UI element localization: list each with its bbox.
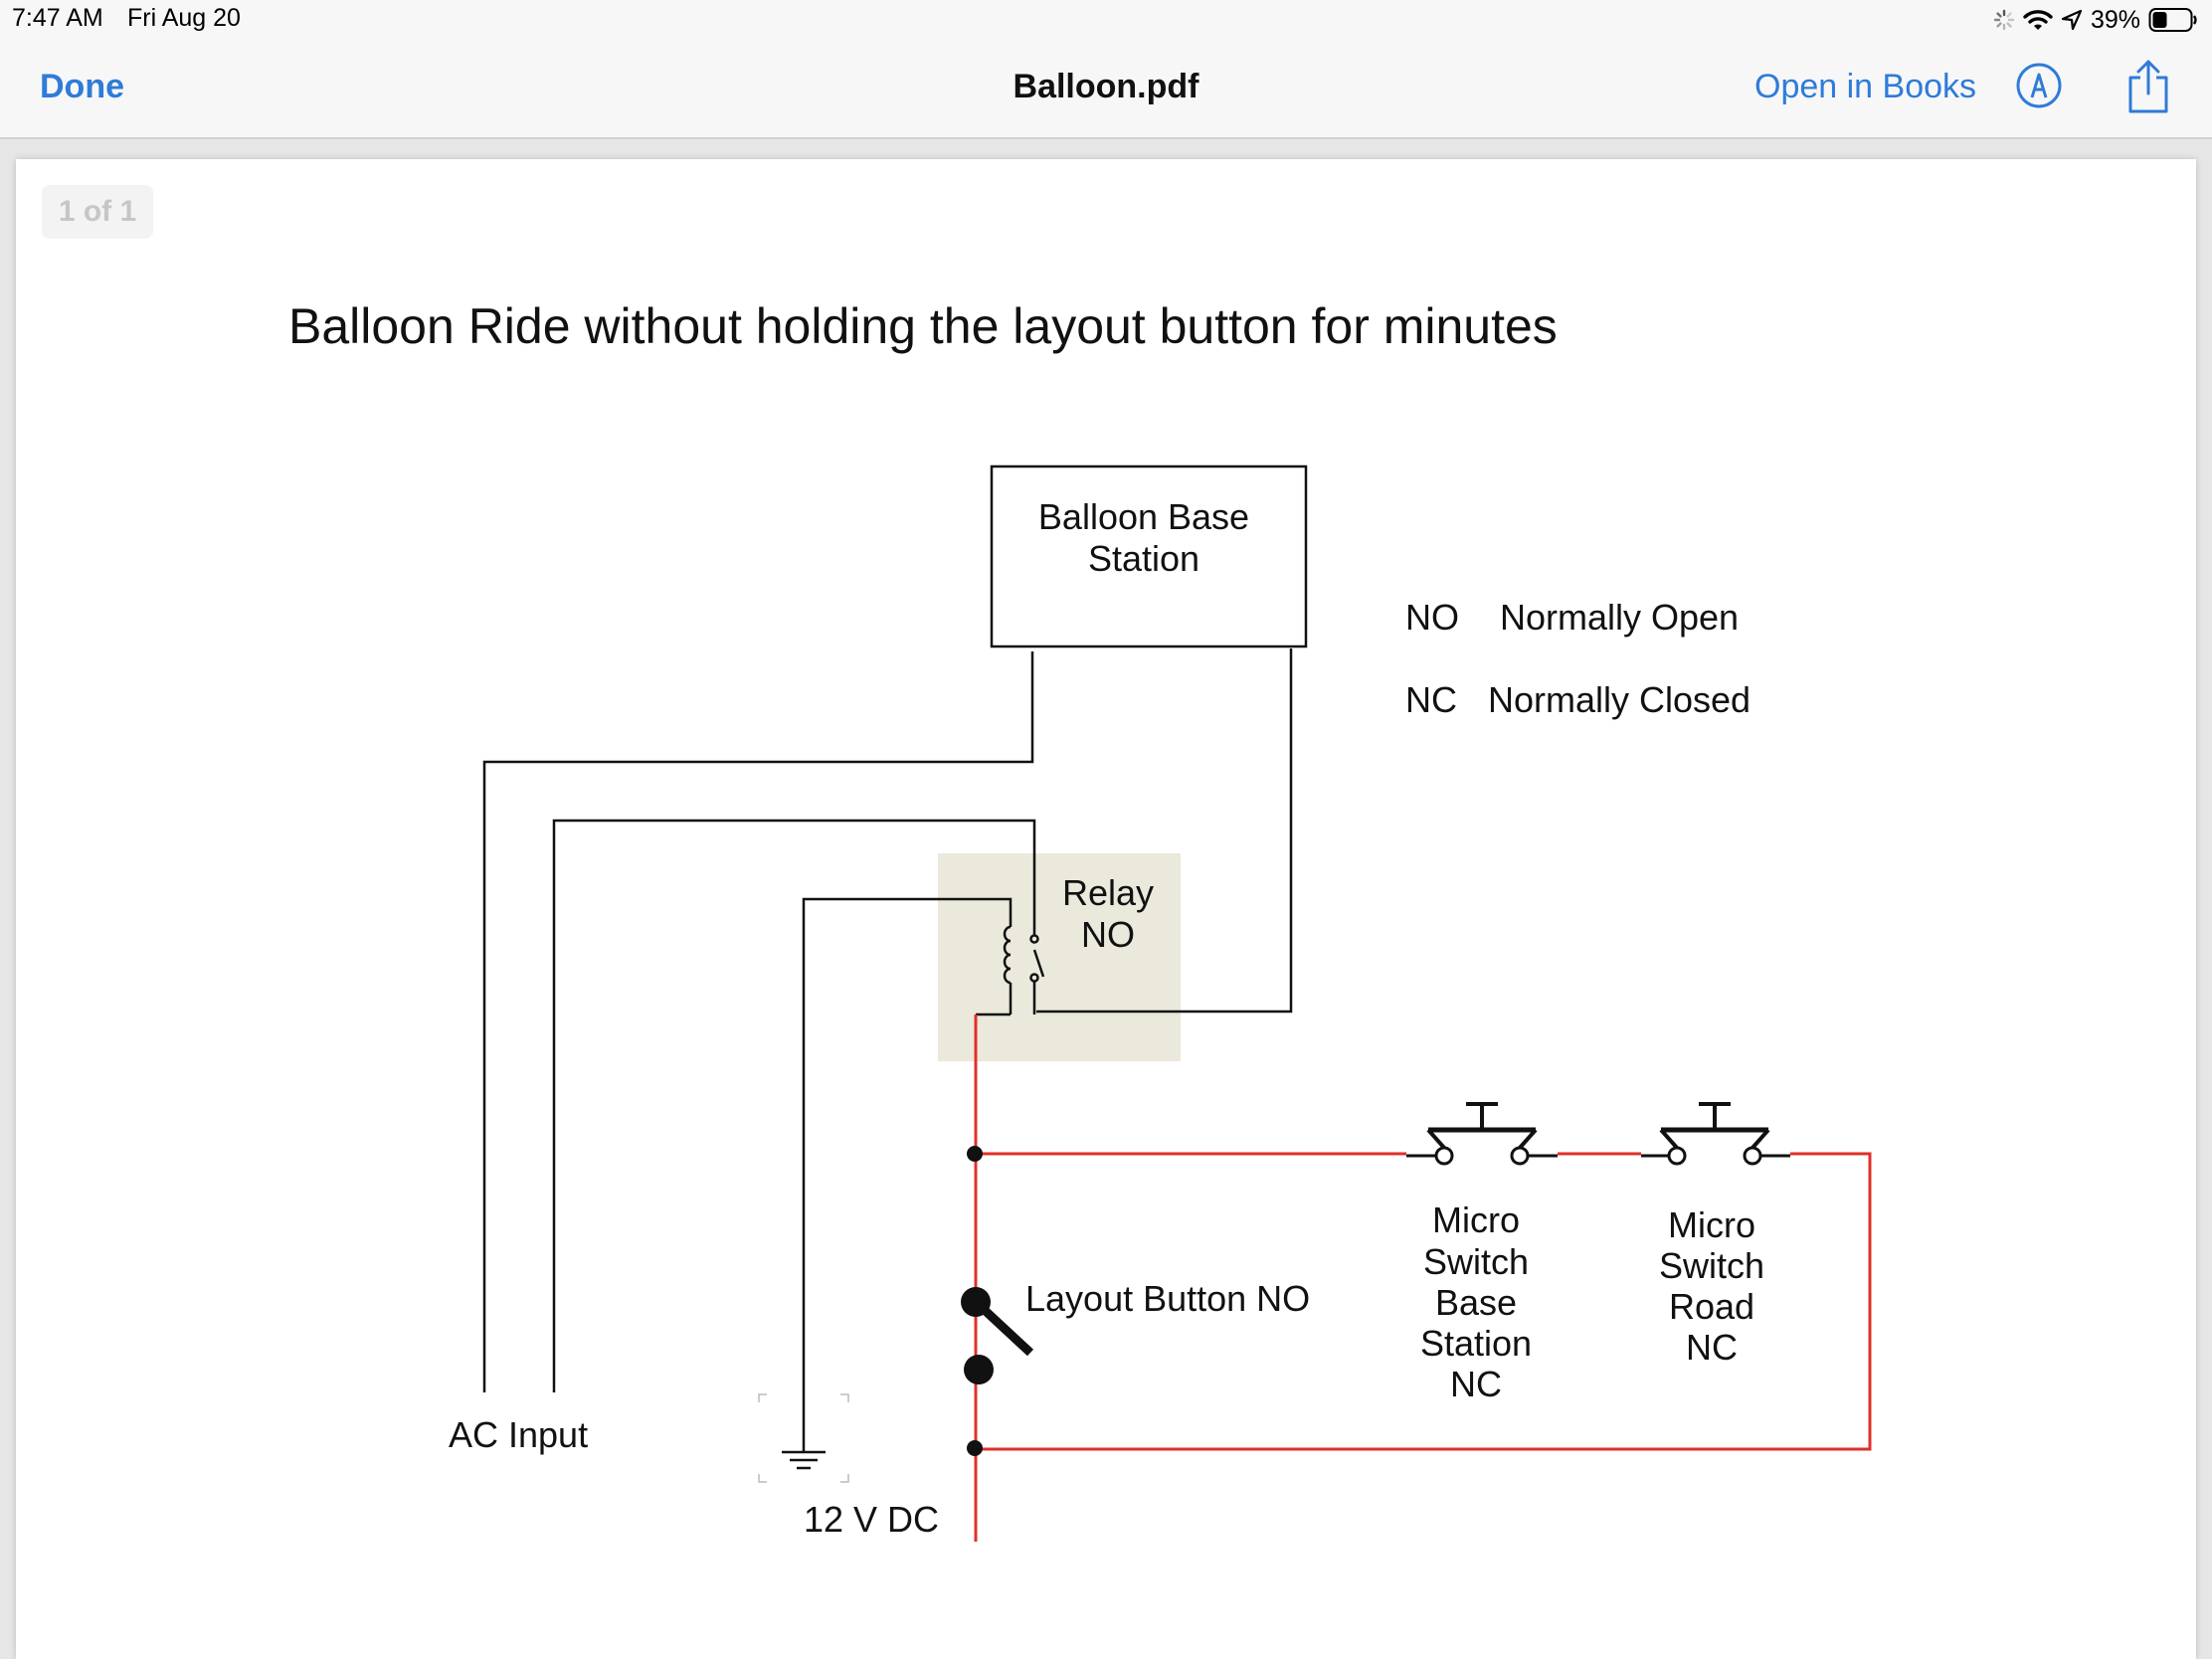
micro-switch-road-symbol — [1641, 1102, 1790, 1166]
share-icon[interactable] — [2124, 58, 2172, 115]
micro-switch-base-label-4: Station — [1420, 1323, 1532, 1364]
micro-switch-road-label-1: Micro — [1668, 1204, 1755, 1245]
status-date: Fri Aug 20 — [127, 4, 241, 32]
status-bar: 7:47 AM Fri Aug 20 39% — [0, 0, 2212, 40]
legend-no-text: Normally Open — [1500, 597, 1739, 638]
micro-switch-base-label-1: Micro — [1432, 1199, 1520, 1240]
activity-spinner-icon — [1993, 9, 2015, 31]
layout-button-label: Layout Button NO — [1025, 1278, 1310, 1319]
dc-input-label: 12 V DC — [804, 1499, 939, 1540]
relay-box — [938, 853, 1181, 1061]
legend-nc-abbr: NC — [1405, 679, 1457, 720]
micro-switch-road-label-2: Switch — [1659, 1245, 1764, 1286]
junction-dot — [967, 1146, 983, 1162]
location-arrow-icon — [2061, 9, 2083, 31]
ground-symbol — [782, 1392, 826, 1470]
done-button[interactable]: Done — [40, 68, 124, 105]
legend-nc-text: Normally Closed — [1488, 679, 1751, 720]
relay-label-1: Relay — [1062, 872, 1154, 913]
base-station-box — [990, 464, 1308, 648]
markup-pen-icon[interactable] — [2015, 62, 2063, 109]
navigation-bar: Done Balloon.pdf Open in Books — [0, 40, 2212, 139]
battery-percent: 39% — [2090, 5, 2140, 34]
legend-no-abbr: NO — [1405, 597, 1459, 638]
base-station-label-1: Balloon Base — [1038, 496, 1249, 537]
open-in-books-button[interactable]: Open in Books — [1754, 68, 1977, 105]
page-indicator: 1 of 1 — [42, 185, 153, 239]
base-station-label-2: Station — [1088, 538, 1199, 579]
micro-switch-road-label-3: Road — [1669, 1286, 1754, 1327]
micro-switch-base-symbol — [1406, 1102, 1558, 1166]
status-time: 7:47 AM — [12, 4, 103, 32]
ac-input-label: AC Input — [449, 1414, 588, 1455]
wifi-icon — [2023, 10, 2053, 30]
diagram-title: Balloon Ride without holding the layout … — [288, 298, 1558, 354]
micro-switch-base-label-2: Switch — [1423, 1241, 1529, 1282]
micro-switch-road-label-4: NC — [1686, 1327, 1738, 1368]
black-wires — [482, 648, 1293, 1392]
relay-label-2: NO — [1081, 914, 1135, 955]
relay-symbol — [976, 895, 1045, 1016]
junction-dot — [967, 1440, 983, 1456]
micro-switch-base-label-3: Base — [1435, 1282, 1517, 1323]
micro-switch-base-label-5: NC — [1450, 1364, 1502, 1404]
battery-icon — [2148, 8, 2197, 32]
ground-selection-marks — [758, 1393, 849, 1483]
layout-button-symbol — [961, 1287, 1034, 1384]
status-indicators: 39% — [1993, 4, 2198, 36]
